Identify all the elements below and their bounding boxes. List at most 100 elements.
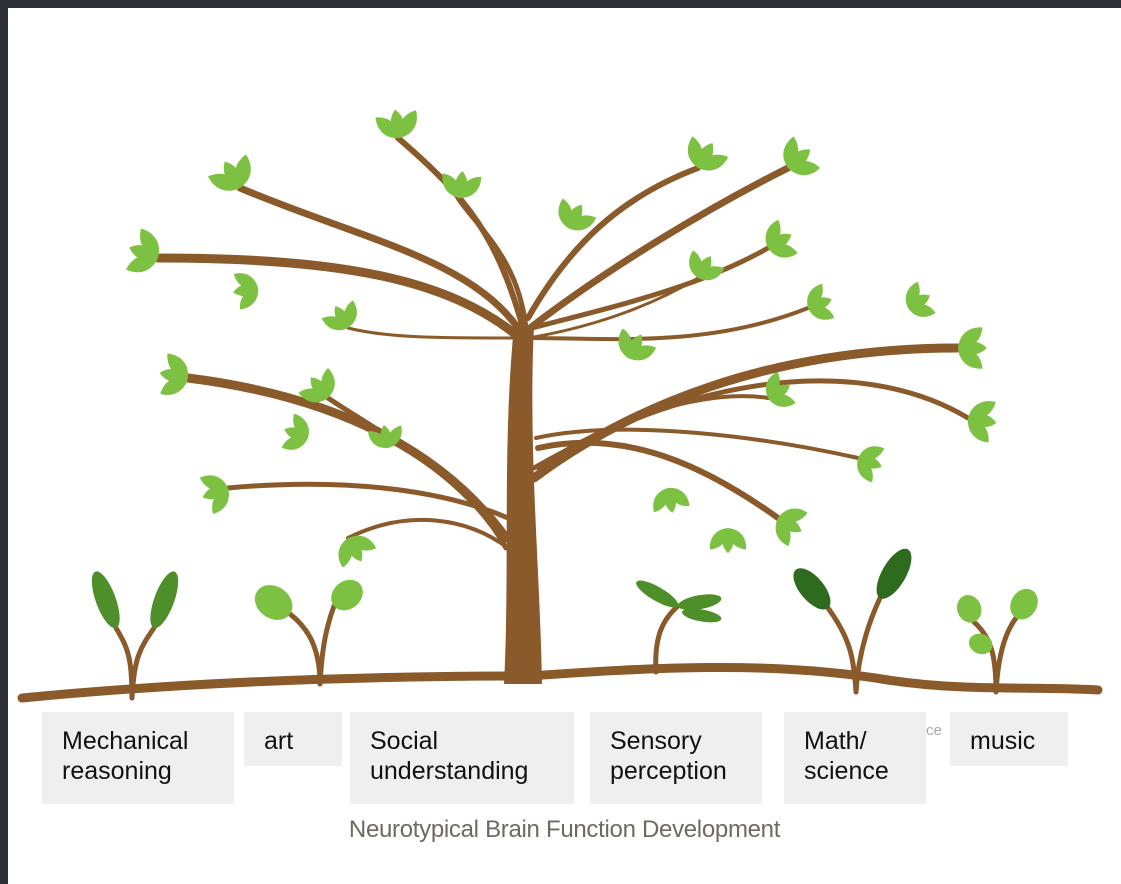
tree-branch	[183, 373, 511, 543]
music-leaf-icon	[968, 633, 993, 655]
obscured-text-fragment: ce	[926, 722, 942, 739]
leaf-shape	[159, 368, 188, 383]
leaf-shape	[858, 455, 882, 469]
label-line: art	[264, 727, 294, 755]
leaf-shape	[284, 427, 308, 441]
leaf-shape	[697, 256, 712, 278]
leaf-icon	[958, 341, 987, 355]
sprout-stem	[653, 603, 681, 675]
leaf-shape	[460, 176, 482, 198]
tree-trunk	[504, 326, 542, 684]
leaf-icon	[380, 424, 392, 448]
leaf-shape	[664, 488, 676, 513]
math-leaf-icon	[793, 568, 831, 610]
sensory-leaf-icon	[677, 594, 722, 611]
leaf-shape	[968, 413, 997, 428]
tree-leaves	[126, 109, 997, 568]
leaf-shape	[778, 517, 802, 533]
sprout-leaf-shape	[1010, 588, 1038, 620]
leaf-icon	[664, 488, 676, 513]
label-math-science: Math/ science	[784, 712, 926, 804]
sprout-stem	[287, 611, 323, 687]
leaf-shape	[334, 306, 349, 328]
leaf-icon	[807, 283, 823, 308]
leaf-shape	[167, 353, 189, 378]
leaf-shape	[908, 294, 930, 309]
label-mechanical-reasoning: Mechanical reasoning	[42, 712, 234, 804]
leaf-icon	[233, 284, 258, 296]
sensory-leaf-icon	[636, 580, 679, 608]
leaf-icon	[908, 294, 930, 309]
label-line: science	[804, 757, 889, 785]
leaf-shape	[722, 528, 734, 554]
leaf-shape	[233, 284, 258, 296]
fern-frond-icon	[150, 571, 179, 629]
tree-branches	[17, 135, 1103, 703]
sprout-stem	[825, 605, 859, 695]
tree-branch	[225, 481, 511, 521]
leaf-shape	[788, 149, 811, 169]
leaf-icon	[310, 377, 329, 398]
leaf-shape	[967, 418, 989, 443]
leaf-icon	[697, 256, 712, 278]
tree-illustration	[17, 109, 1103, 703]
leaf-icon	[442, 173, 461, 198]
leaf-shape	[442, 173, 461, 198]
leaf-icon	[368, 431, 388, 449]
label-line: Math/	[804, 727, 867, 755]
label-line: understanding	[370, 757, 529, 785]
leaf-shape	[958, 327, 983, 349]
art-leaf-icon	[331, 579, 363, 611]
leaf-icon	[387, 425, 402, 448]
sprout-stem	[317, 603, 337, 687]
label-line: perception	[610, 757, 727, 785]
sprout-leaf-shape	[150, 571, 179, 629]
leaf-icon	[968, 413, 997, 428]
tree-branch	[455, 195, 529, 331]
tree-branch	[534, 427, 860, 460]
label-sensory-perception: Sensory perception	[590, 712, 762, 804]
leaf-icon	[455, 171, 468, 198]
label-line: Social	[370, 727, 439, 755]
leaf-icon	[212, 488, 229, 514]
art-leaf-icon	[254, 585, 293, 620]
leaf-icon	[239, 288, 259, 310]
tree-branch	[346, 326, 520, 340]
leaf-icon	[697, 143, 714, 168]
leaf-shape	[958, 347, 983, 369]
tree-branch	[536, 394, 770, 470]
leaf-icon	[129, 245, 158, 261]
tree-branch	[526, 164, 792, 332]
tree-branch	[236, 184, 522, 332]
sprout-leaf-shape	[636, 580, 679, 608]
math-leaf-icon	[876, 548, 912, 599]
leaf-icon	[167, 353, 189, 378]
tree-branch	[346, 517, 510, 550]
tree-branch	[531, 378, 971, 471]
sprout-stem	[129, 625, 157, 701]
leaf-icon	[390, 109, 405, 138]
sprout-leaf-shape	[677, 594, 722, 611]
label-line: Mechanical	[62, 727, 189, 755]
label-music: music	[950, 712, 1068, 766]
leaf-icon	[334, 306, 349, 328]
tree-branch	[153, 253, 525, 343]
diagram-canvas: Mechanical reasoning art Social understa…	[8, 8, 1121, 884]
leaf-shape	[857, 458, 873, 483]
tree-branch	[529, 343, 963, 483]
sprouts-row	[91, 548, 1038, 701]
sprout-stem	[853, 595, 883, 695]
leaf-shape	[808, 297, 832, 311]
label-line: reasoning	[62, 757, 172, 785]
sprout-leaf-shape	[681, 608, 722, 623]
leaf-shape	[727, 528, 747, 550]
leaf-shape	[768, 384, 790, 399]
leaf-shape	[387, 425, 402, 448]
leaf-shape	[380, 424, 392, 448]
leaf-icon	[223, 161, 241, 188]
leaf-shape	[140, 228, 159, 258]
leaf-icon	[202, 485, 228, 500]
leaf-icon	[140, 228, 159, 258]
sprout-stem	[971, 619, 999, 695]
leaf-icon	[567, 204, 583, 228]
